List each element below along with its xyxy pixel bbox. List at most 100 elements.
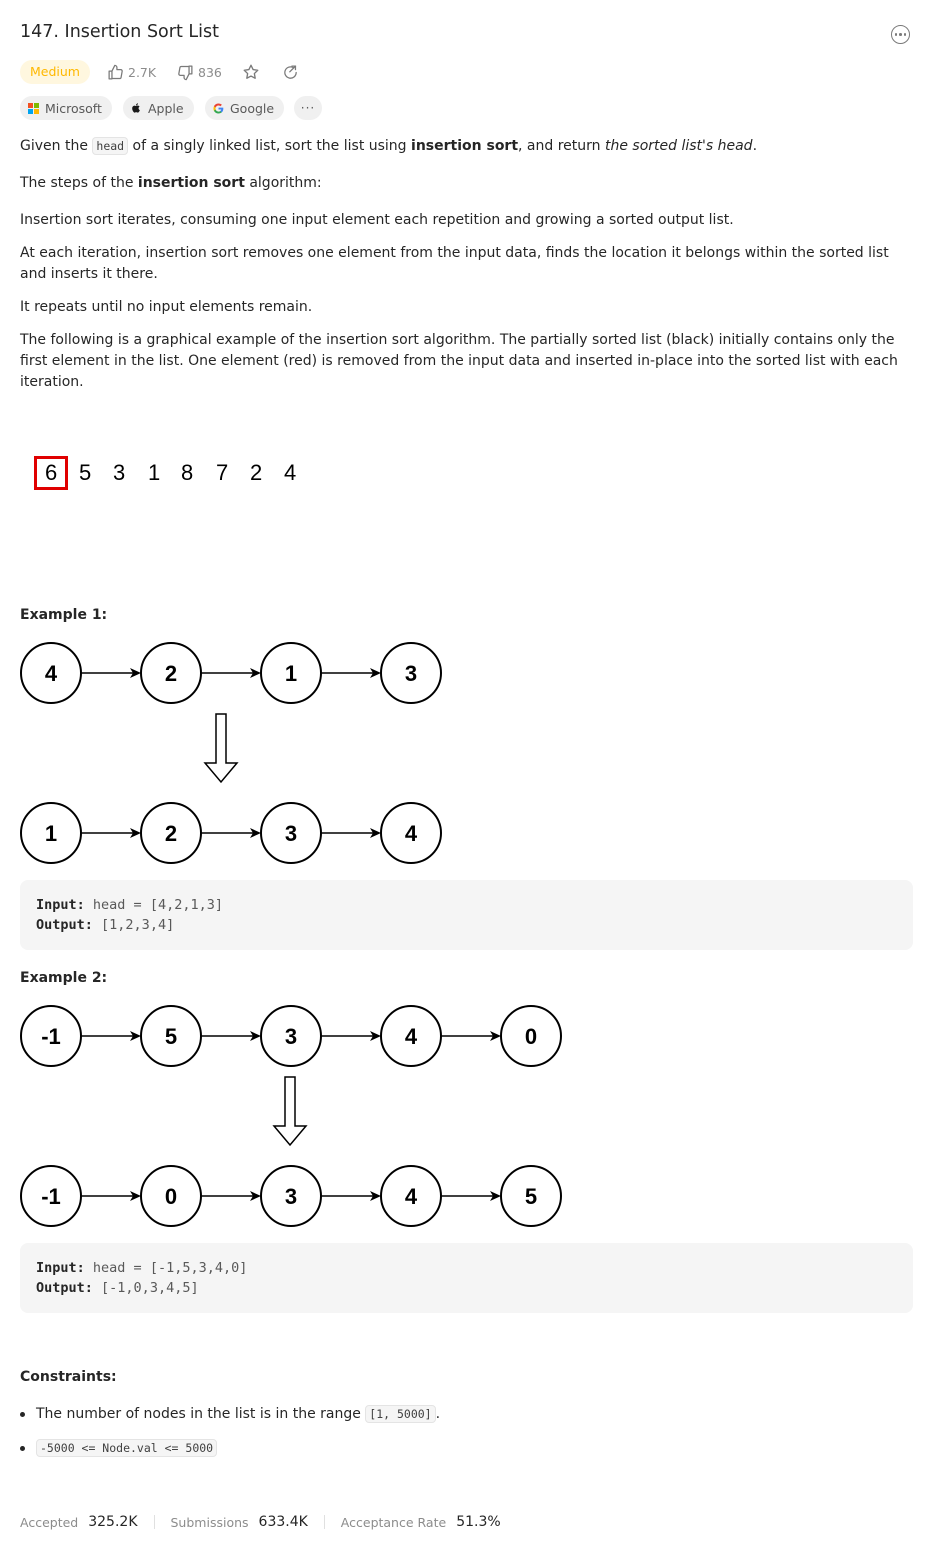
arrow-head xyxy=(250,1031,261,1041)
node-value: 4 xyxy=(405,1184,418,1209)
stats-bar: Accepted 325.2K Submissions 633.4K Accep… xyxy=(20,1514,501,1530)
accepted-value: 325.2K xyxy=(88,1514,138,1530)
arrow-head xyxy=(130,1191,141,1201)
star-icon xyxy=(243,64,259,79)
node-value: 1 xyxy=(45,821,57,846)
node-value: 0 xyxy=(525,1024,537,1049)
example-2-diagram: -1 5 3 4 0 -1 0 3 4 5 xyxy=(20,1005,562,1227)
more-companies-button[interactable]: ··· xyxy=(294,96,322,120)
description-paragraph: It repeats until no input elements remai… xyxy=(20,299,313,315)
arrow-head xyxy=(490,1031,501,1041)
list-node xyxy=(20,802,82,864)
arrow-head xyxy=(130,828,141,838)
node-value: 4 xyxy=(45,661,58,686)
description-paragraph: Given the head of a singly linked list, … xyxy=(20,137,758,155)
example-1-io: Input: head = [4,2,1,3] Output: [1,2,3,4… xyxy=(20,880,913,950)
company-label: Google xyxy=(230,100,275,116)
list-node xyxy=(140,1165,202,1227)
list-node xyxy=(140,1005,202,1067)
demo-number: 1 xyxy=(148,460,161,485)
node-value: 3 xyxy=(405,661,417,686)
company-label: Microsoft xyxy=(45,100,102,116)
difficulty-badge[interactable]: Medium xyxy=(20,60,90,84)
like-button[interactable]: 2.7K xyxy=(107,60,156,84)
example-1-title: Example 1: xyxy=(20,607,108,623)
list-node xyxy=(380,1005,442,1067)
problem-title: 147. Insertion Sort List xyxy=(20,22,219,42)
arrow-head xyxy=(130,1031,141,1041)
node-value: 4 xyxy=(405,1024,418,1049)
thumbs-down-icon xyxy=(178,64,193,80)
apple-icon xyxy=(132,103,140,113)
inline-code: [1, 5000] xyxy=(365,1405,436,1423)
list-node xyxy=(500,1165,562,1227)
share-button[interactable] xyxy=(282,60,299,84)
demo-number: 8 xyxy=(181,460,194,485)
example-2-title: Example 2: xyxy=(20,970,108,986)
node-value: 4 xyxy=(405,821,418,846)
list-node xyxy=(260,1165,322,1227)
arrow-head xyxy=(370,1191,381,1201)
node-value: 2 xyxy=(165,821,177,846)
demo-number: 2 xyxy=(250,460,263,485)
demo-number: 7 xyxy=(216,460,229,485)
list-node xyxy=(380,1165,442,1227)
accepted-label: Accepted xyxy=(20,1514,79,1530)
list-node xyxy=(140,642,202,704)
inline-code: -5000 <= Node.val <= 5000 xyxy=(36,1439,218,1457)
down-arrow xyxy=(272,1076,308,1147)
constraint-item: -5000 <= Node.val <= 5000 xyxy=(20,1439,218,1457)
node-value: 3 xyxy=(285,1184,297,1209)
node-value: 5 xyxy=(525,1184,537,1209)
example-1-diagram: 4 2 1 3 1 2 3 4 xyxy=(20,642,442,864)
list-node xyxy=(380,642,442,704)
node-value: 3 xyxy=(285,821,297,846)
list-node xyxy=(380,802,442,864)
demo-number: 6 xyxy=(45,460,58,485)
node-value: 1 xyxy=(285,661,297,686)
description-paragraph: The steps of the insertion sort algorith… xyxy=(20,175,322,191)
demo-number: 3 xyxy=(113,460,126,485)
list-node xyxy=(20,642,82,704)
thumbs-up-icon xyxy=(108,64,123,80)
favorite-button[interactable] xyxy=(242,60,260,84)
description-paragraph: The following is a graphical example of … xyxy=(20,332,898,390)
company-chip-google[interactable]: Google xyxy=(205,96,285,120)
demo-number: 4 xyxy=(284,460,297,485)
google-icon xyxy=(213,102,224,114)
constraint-item: The number of nodes in the list is in th… xyxy=(20,1405,440,1423)
list-node xyxy=(260,642,322,704)
node-value: 5 xyxy=(165,1024,177,1049)
company-chip-apple[interactable]: Apple xyxy=(123,96,194,120)
arrow-head xyxy=(250,668,261,678)
node-value: 2 xyxy=(165,661,177,686)
submissions-value: 633.4K xyxy=(258,1514,308,1530)
down-arrow xyxy=(203,713,239,784)
submissions-label: Submissions xyxy=(170,1514,249,1530)
dislike-count: 836 xyxy=(198,64,222,80)
arrow-head xyxy=(490,1191,501,1201)
arrow-head xyxy=(370,828,381,838)
acceptance-rate-label: Acceptance Rate xyxy=(340,1514,447,1530)
company-chip-microsoft[interactable]: Microsoft xyxy=(20,96,112,120)
arrow-head xyxy=(250,1191,261,1201)
list-node xyxy=(20,1165,82,1227)
description-paragraph: Insertion sort iterates, consuming one i… xyxy=(20,212,734,228)
demo-number: 5 xyxy=(79,460,92,485)
arrow-head xyxy=(250,828,261,838)
list-node xyxy=(500,1005,562,1067)
list-node xyxy=(140,802,202,864)
node-value: -1 xyxy=(41,1024,61,1049)
inline-code: head xyxy=(92,137,129,155)
node-value: -1 xyxy=(41,1184,61,1209)
company-label: Apple xyxy=(148,100,184,116)
constraints-title: Constraints: xyxy=(20,1369,117,1385)
share-icon xyxy=(284,64,297,79)
node-value: 3 xyxy=(285,1024,297,1049)
list-node xyxy=(260,802,322,864)
dislike-button[interactable]: 836 xyxy=(177,60,222,84)
node-value: 0 xyxy=(165,1184,177,1209)
more-options-icon[interactable] xyxy=(891,25,910,44)
example-2-io: Input: head = [-1,5,3,4,0] Output: [-1,0… xyxy=(20,1243,913,1313)
arrow-head xyxy=(130,668,141,678)
